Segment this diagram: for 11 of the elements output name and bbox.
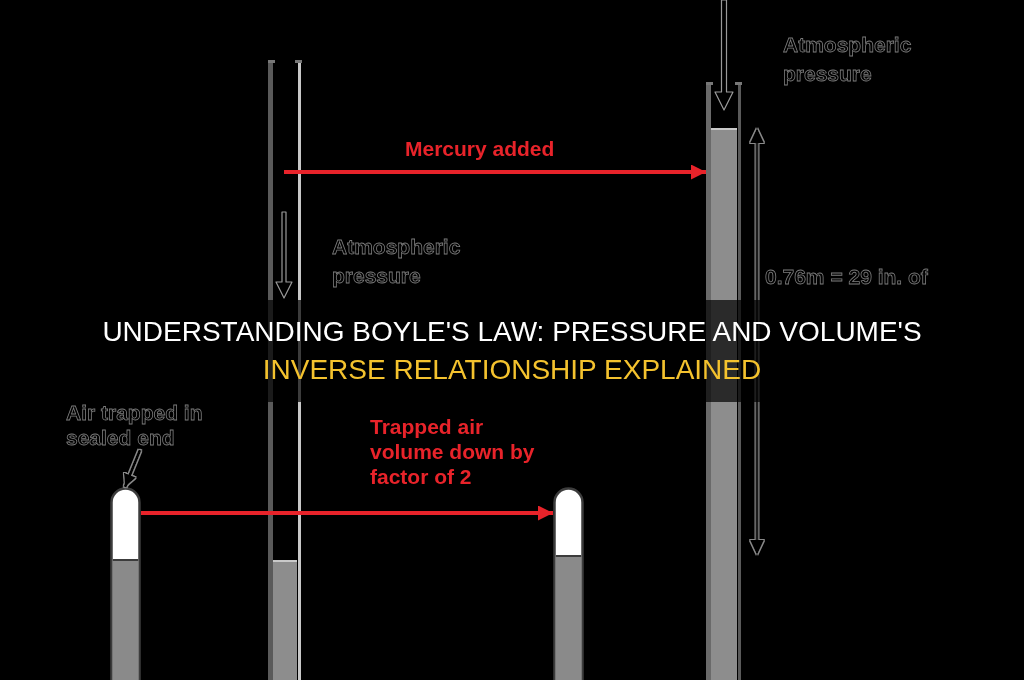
edge-label: Trapped air volume down by factor of 2	[370, 414, 536, 489]
arrow	[141, 505, 553, 521]
sealed-tube	[110, 487, 141, 680]
annotation-text: Air trapped in sealed end	[66, 400, 216, 450]
edge-label: Mercury added	[405, 136, 556, 161]
annotation-text: Atmospheric pressure	[783, 32, 913, 88]
arrow	[284, 164, 706, 180]
measurement-label: 0.76m = 29 in. of	[765, 264, 930, 290]
sealed-tube	[553, 487, 584, 680]
annotation-text: Atmospheric pressure	[332, 234, 462, 290]
title: UNDERSTANDING BOYLE'S LAW: PRESSURE AND VOLUME'S INVERSE RELATIONSHIP EXPLAINED	[101, 315, 923, 387]
